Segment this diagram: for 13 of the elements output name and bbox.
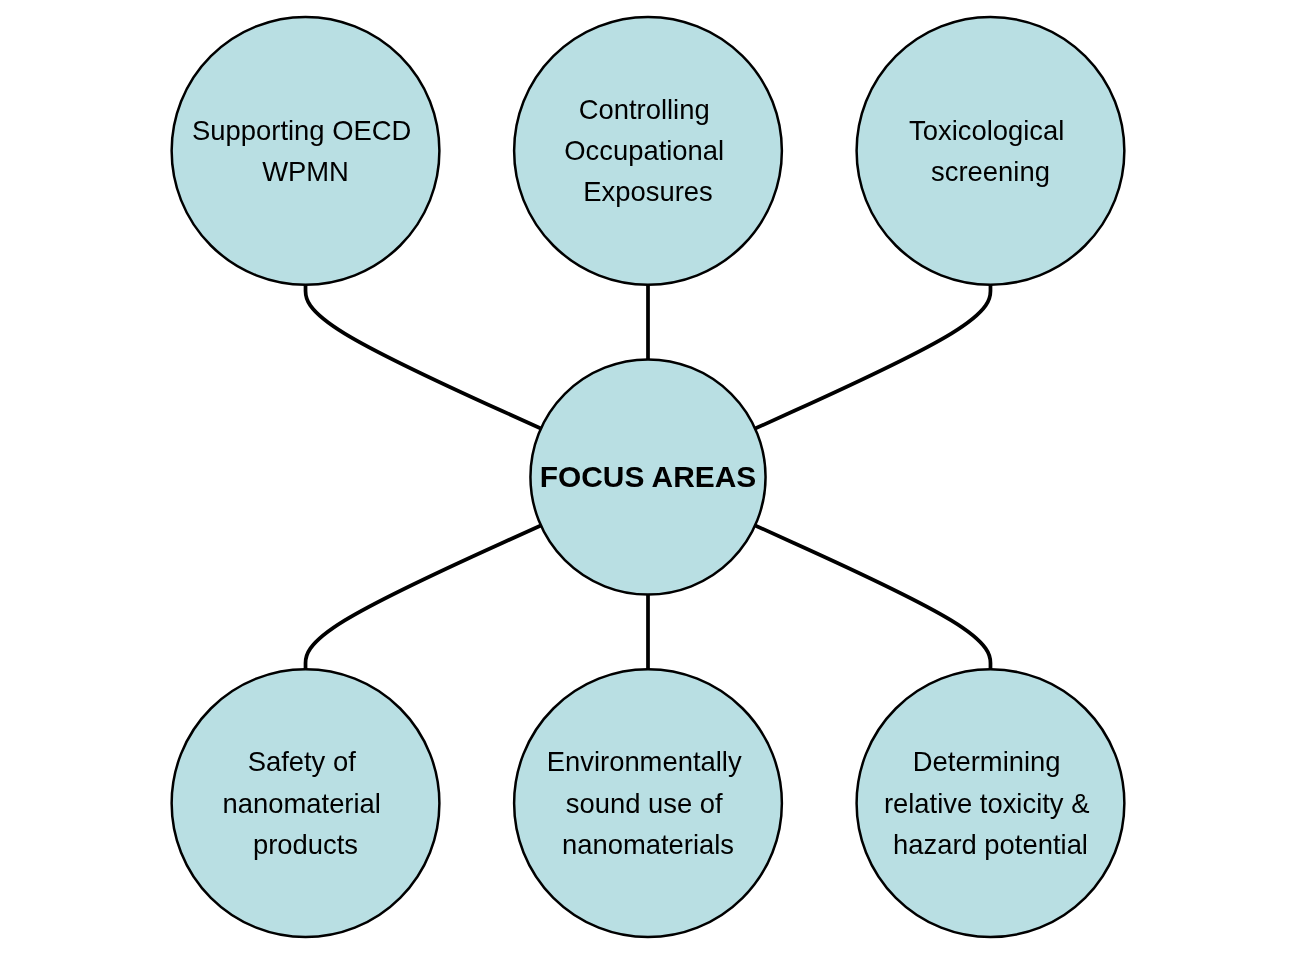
node-circle: Controlling Occupational Exposures — [512, 15, 784, 286]
node-circle: Safety of nanomaterial products — [170, 667, 441, 938]
node-circle: Environmentally sound use of nanomaterials — [512, 667, 784, 938]
node-circle: FOCUS AREAS — [529, 357, 767, 596]
connector — [646, 284, 650, 359]
node-circle: Supporting OECD WPMN — [170, 15, 441, 286]
connector — [754, 523, 993, 669]
connector — [303, 523, 542, 669]
connector — [646, 594, 650, 669]
node-circle: Determining relative toxicity & hazard potential — [855, 667, 1126, 938]
connector — [303, 284, 542, 430]
connector — [754, 284, 993, 430]
node-circle: Toxicological screening — [855, 15, 1126, 286]
